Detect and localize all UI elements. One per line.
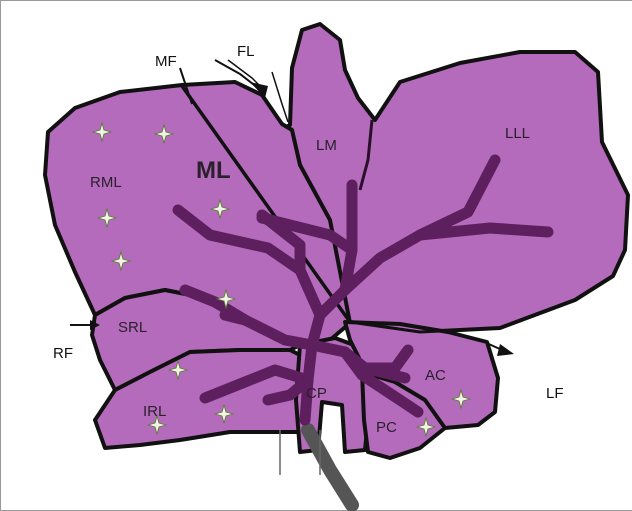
label-pc: PC: [376, 419, 397, 436]
label-ac: AC: [425, 367, 446, 384]
label-lll: LLL: [505, 125, 530, 142]
label-cp: CP: [306, 385, 327, 402]
label-mf: MF: [155, 53, 177, 70]
label-rml: RML: [90, 174, 122, 191]
label-ml: ML: [196, 157, 231, 184]
label-srl: SRL: [118, 319, 147, 336]
label-lm: LM: [316, 137, 337, 154]
label-fl: FL: [237, 43, 255, 60]
label-irl: IRL: [143, 403, 166, 420]
label-rf: RF: [53, 345, 73, 362]
label-lf: LF: [546, 385, 564, 402]
